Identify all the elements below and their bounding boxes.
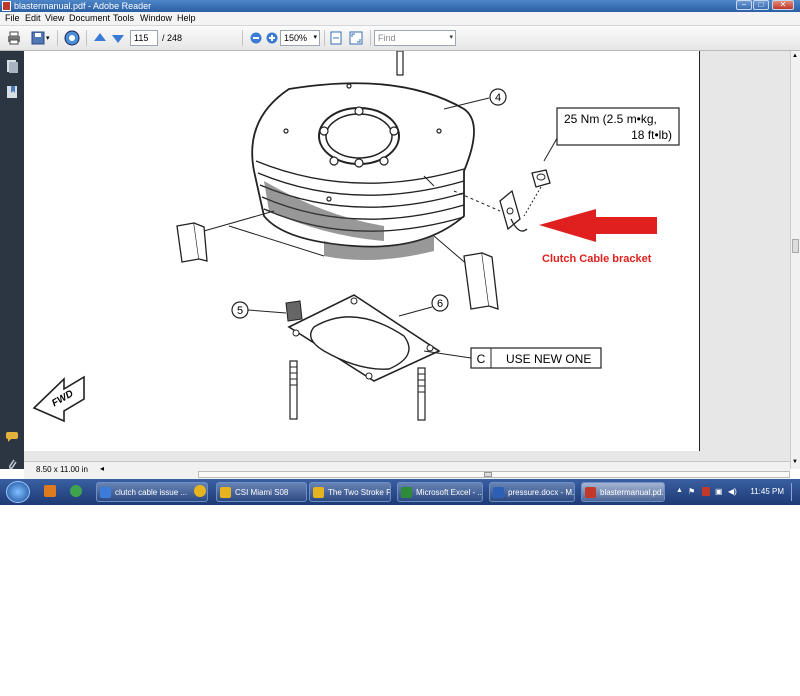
volume-icon[interactable]: ◀) bbox=[728, 487, 737, 496]
excel-icon bbox=[401, 487, 412, 498]
title-bar: blastermanual.pdf - Adobe Reader – □ ✕ bbox=[0, 0, 800, 12]
menu-document[interactable]: Document bbox=[69, 13, 111, 23]
zoom-out-icon[interactable] bbox=[248, 30, 264, 46]
chevron-down-icon: ▾ bbox=[313, 34, 317, 41]
folder-icon bbox=[220, 487, 231, 498]
document-view[interactable]: 4 25 bbox=[24, 51, 790, 461]
menu-bar: File Edit View Document Tools Window Hel… bbox=[0, 12, 800, 26]
next-page-icon[interactable] bbox=[110, 30, 126, 46]
chrome-icon[interactable] bbox=[194, 485, 206, 497]
show-desktop-button[interactable] bbox=[791, 483, 798, 501]
minimize-button[interactable]: – bbox=[736, 0, 752, 10]
save-icon[interactable] bbox=[30, 30, 46, 46]
maximize-button[interactable]: □ bbox=[753, 0, 769, 10]
zoom-value: 150% bbox=[284, 33, 308, 43]
menu-file[interactable]: File bbox=[5, 13, 20, 23]
bookmarks-panel-icon[interactable] bbox=[5, 85, 19, 101]
zoom-in-icon[interactable] bbox=[264, 30, 280, 46]
pdf-icon bbox=[585, 487, 596, 498]
tray-expand-icon[interactable]: ▲ bbox=[676, 487, 683, 494]
engine-cylinder-diagram: 4 25 bbox=[32, 51, 680, 423]
window-title: blastermanual.pdf - Adobe Reader bbox=[14, 1, 152, 11]
scroll-thumb[interactable] bbox=[792, 239, 799, 253]
gasket-code: C bbox=[477, 352, 486, 366]
taskbar-item-active[interactable]: blastermanual.pd... bbox=[581, 482, 665, 502]
word-icon bbox=[493, 487, 504, 498]
ie-icon bbox=[100, 487, 111, 498]
taskbar: clutch cable issue ... CSI Miami S08 The… bbox=[0, 479, 800, 505]
torque-spec-line1: 25 Nm (2.5 m•kg, bbox=[564, 112, 657, 126]
red-arrow-icon bbox=[539, 209, 657, 242]
menu-edit[interactable]: Edit bbox=[25, 13, 41, 23]
pdf-app-icon bbox=[2, 1, 11, 11]
clock[interactable]: 11:45 PM bbox=[750, 487, 784, 496]
zoom-select[interactable]: 150% ▾ bbox=[280, 30, 320, 46]
status-bar: 8.50 x 11.00 in ◂ bbox=[24, 461, 790, 480]
torque-spec-line2: 18 ft•lb) bbox=[631, 128, 672, 142]
print-icon[interactable] bbox=[6, 30, 22, 46]
taskbar-item[interactable]: Microsoft Excel - ... bbox=[397, 482, 483, 502]
folder-icon bbox=[313, 487, 324, 498]
system-tray: ▲ ⚑ ▣ ◀) 11:45 PM bbox=[672, 482, 800, 502]
page-number-input[interactable]: 115 bbox=[130, 30, 158, 46]
scroll-up-icon[interactable]: ▲ bbox=[792, 53, 798, 59]
taskbar-item[interactable]: The Two Stroke Fi... bbox=[309, 482, 391, 502]
page-size-label: 8.50 x 11.00 in bbox=[36, 465, 88, 474]
scroll-left-icon[interactable]: ◂ bbox=[100, 464, 105, 473]
menu-view[interactable]: View bbox=[45, 13, 65, 23]
acrobat-tray-icon[interactable] bbox=[702, 487, 710, 496]
find-input[interactable]: Find ▾ bbox=[374, 30, 456, 46]
taskbar-item[interactable]: pressure.docx - M... bbox=[489, 482, 575, 502]
attachment-icon[interactable] bbox=[5, 457, 19, 473]
share-icon[interactable] bbox=[64, 30, 80, 46]
fit-page-icon[interactable] bbox=[328, 30, 344, 46]
fwd-arrow-icon: FWD bbox=[32, 375, 85, 423]
scroll-down-icon[interactable]: ▼ bbox=[792, 459, 798, 465]
comment-icon[interactable] bbox=[5, 431, 19, 447]
flag-icon[interactable]: ⚑ bbox=[688, 487, 696, 496]
pdf-page: 4 25 bbox=[24, 51, 700, 451]
full-screen-icon[interactable] bbox=[348, 30, 364, 46]
pages-panel-icon[interactable] bbox=[5, 59, 19, 75]
callout-6: 6 bbox=[437, 298, 443, 310]
toolbar: ▾ 115 / 248 150% ▾ Find ▾ bbox=[0, 26, 800, 51]
media-player-icon[interactable] bbox=[44, 485, 56, 497]
close-button[interactable]: ✕ bbox=[772, 0, 794, 10]
taskbar-item[interactable]: CSI Miami S08 bbox=[216, 482, 307, 502]
callout-4: 4 bbox=[495, 92, 501, 104]
browser-icon[interactable] bbox=[70, 485, 82, 497]
horizontal-scroll-thumb[interactable] bbox=[484, 472, 492, 477]
find-placeholder: Find bbox=[378, 33, 396, 43]
navigation-pane bbox=[0, 51, 24, 469]
taskbar-item[interactable]: clutch cable issue ... bbox=[96, 482, 208, 502]
horizontal-scrollbar[interactable] bbox=[198, 471, 790, 478]
menu-window[interactable]: Window bbox=[140, 13, 173, 23]
page-total-label: / 248 bbox=[162, 33, 183, 43]
previous-page-icon[interactable] bbox=[92, 30, 108, 46]
save-dropdown-icon[interactable]: ▾ bbox=[46, 35, 50, 42]
vertical-scrollbar[interactable]: ▲ ▼ bbox=[790, 51, 800, 469]
gasket-note: USE NEW ONE bbox=[506, 352, 591, 366]
callout-5: 5 bbox=[237, 305, 243, 317]
annotation-label: Clutch Cable bracket bbox=[542, 253, 652, 265]
menu-help[interactable]: Help bbox=[177, 13, 196, 23]
chevron-down-icon: ▾ bbox=[449, 34, 453, 41]
network-icon[interactable]: ▣ bbox=[715, 487, 723, 496]
menu-tools[interactable]: Tools bbox=[113, 13, 135, 23]
start-button[interactable] bbox=[6, 481, 30, 503]
